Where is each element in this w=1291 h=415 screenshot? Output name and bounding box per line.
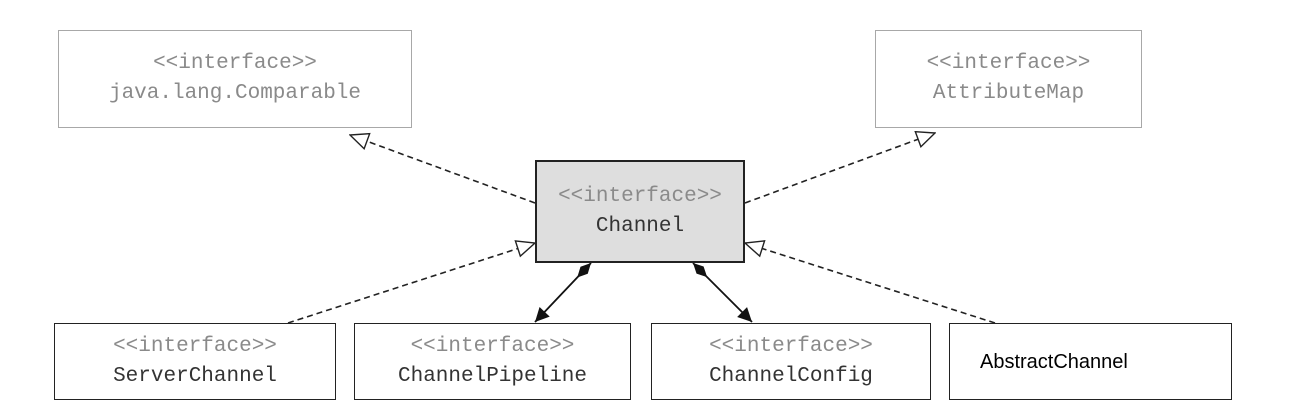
node-channelconfig-name: ChannelConfig: [709, 364, 873, 388]
node-serverchannel-stereotype: <<interface>>: [113, 334, 277, 358]
node-channelconfig: <<interface>> ChannelConfig: [651, 323, 931, 400]
node-serverchannel: <<interface>> ServerChannel: [54, 323, 336, 400]
edge-serverchannel-channel: [287, 243, 535, 324]
node-channelconfig-stereotype: <<interface>>: [709, 334, 873, 358]
node-channel-stereotype: <<interface>>: [558, 184, 722, 208]
node-serverchannel-name: ServerChannel: [113, 364, 277, 388]
node-channelpipeline-stereotype: <<interface>>: [410, 334, 575, 358]
node-channel: <<interface>> Channel: [535, 160, 745, 263]
node-attributemap-name: AttributeMap: [932, 82, 1085, 105]
node-comparable-stereotype: <<interface>>: [153, 52, 317, 75]
node-attributemap: <<interface>> AttributeMap: [875, 30, 1142, 128]
node-channelpipeline: <<interface>> ChannelPipeline: [354, 323, 631, 400]
node-channelpipeline-name: ChannelPipeline: [397, 364, 588, 388]
edge-channel-channelpipeline: [534, 262, 592, 323]
node-abstractchannel-name: AbstractChannel: [980, 350, 1128, 373]
node-attributemap-stereotype: <<interface>>: [926, 52, 1091, 75]
node-channel-name: Channel: [595, 214, 685, 238]
edge-channel-channelconfig: [692, 262, 753, 323]
edge-abstractchannel-channel: [745, 243, 996, 324]
node-comparable-name: java.lang.Comparable: [108, 82, 362, 105]
node-comparable: <<interface>> java.lang.Comparable: [58, 30, 412, 128]
node-abstractchannel: AbstractChannel: [949, 323, 1232, 400]
edge-channel-comparable: [350, 135, 536, 204]
edge-channel-attributemap: [744, 133, 935, 204]
